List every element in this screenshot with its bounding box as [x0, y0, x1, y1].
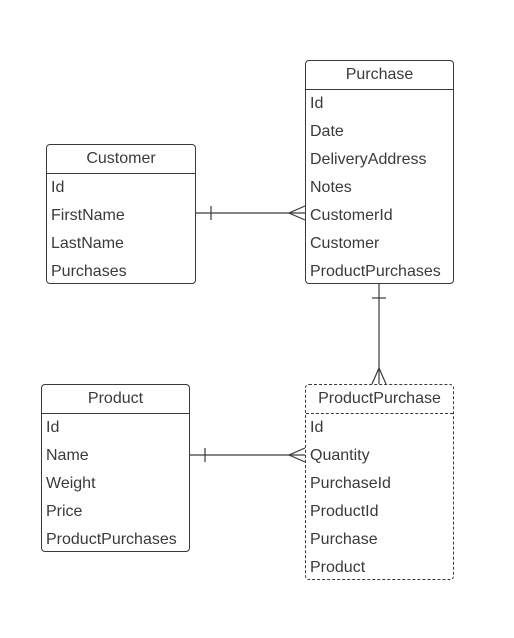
field-productpurchases: ProductPurchases [310, 263, 441, 280]
field-name: Name [46, 447, 89, 464]
many-marker [371, 366, 387, 385]
field-id: Id [51, 179, 65, 196]
field-deliveryaddress: DeliveryAddress [310, 151, 427, 168]
product-entity[interactable]: Product Id Name Weight Price ProductPurc… [41, 384, 190, 552]
customer-entity[interactable]: Customer Id FirstName LastName Purchases [46, 144, 196, 284]
field-price: Price [46, 503, 83, 520]
field-customer: Customer [310, 235, 380, 252]
entity-title: ProductPurchase [306, 385, 453, 414]
field-firstname: FirstName [51, 207, 125, 224]
entity-title: Product [42, 385, 189, 414]
field-quantity: Quantity [310, 447, 370, 464]
field-purchases: Purchases [51, 263, 127, 280]
field-id: Id [46, 419, 60, 436]
productpurchase-entity[interactable]: ProductPurchase Id Quantity PurchaseId P… [305, 384, 454, 580]
field-date: Date [310, 123, 344, 140]
entity-title: Purchase [306, 61, 453, 90]
field-id: Id [310, 95, 324, 112]
field-purchase: Purchase [310, 531, 378, 548]
customer-purchase-relationship[interactable] [196, 205, 306, 221]
many-marker [287, 447, 306, 463]
field-product: Product [310, 559, 366, 576]
product-productpurchase-relationship[interactable] [190, 447, 306, 463]
many-marker [287, 205, 306, 221]
field-purchaseid: PurchaseId [310, 475, 391, 492]
field-lastname: LastName [51, 235, 124, 252]
field-id: Id [310, 419, 324, 436]
field-productpurchases: ProductPurchases [46, 531, 177, 548]
field-weight: Weight [46, 475, 96, 492]
purchase-productpurchase-relationship[interactable] [371, 284, 387, 385]
entity-title: Customer [47, 145, 195, 174]
field-notes: Notes [310, 179, 352, 196]
field-customerid: CustomerId [310, 207, 393, 224]
purchase-entity[interactable]: Purchase Id Date DeliveryAddress Notes C… [305, 60, 454, 284]
field-productid: ProductId [310, 503, 379, 520]
